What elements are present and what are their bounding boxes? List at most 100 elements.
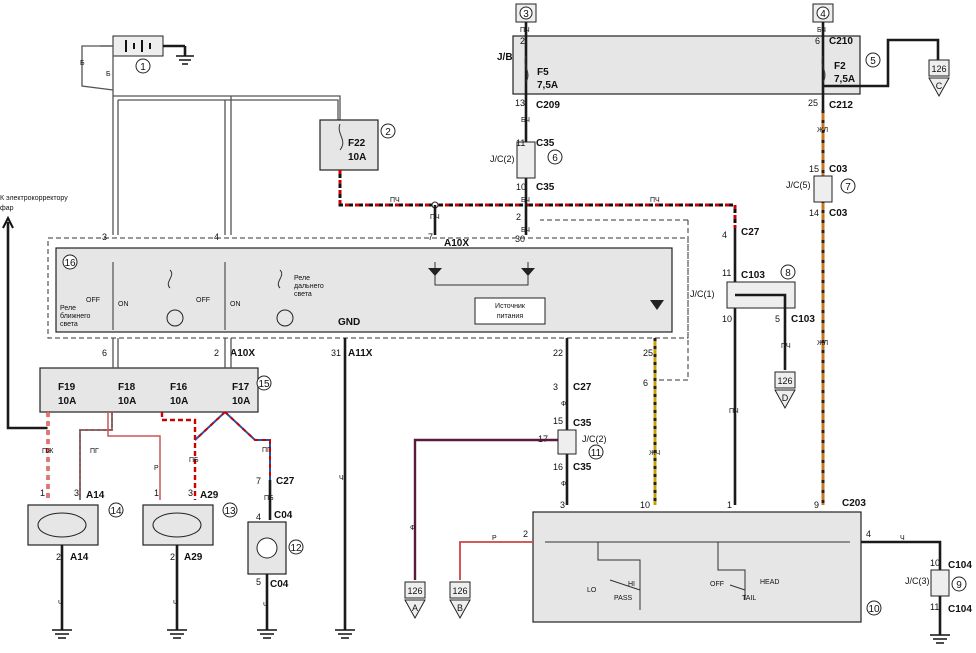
svg-text:C203: C203 bbox=[842, 498, 866, 509]
svg-text:J/C(5): J/C(5) bbox=[786, 180, 811, 190]
svg-text:A10X: A10X bbox=[230, 348, 255, 359]
svg-text:OFF: OFF bbox=[86, 297, 100, 304]
svg-text:C103: C103 bbox=[741, 270, 765, 281]
svg-text:10: 10 bbox=[930, 558, 940, 568]
svg-text:2: 2 bbox=[516, 212, 521, 222]
svg-text:C04: C04 bbox=[274, 510, 293, 521]
svg-text:ПБ: ПБ bbox=[189, 457, 199, 464]
svg-text:16: 16 bbox=[553, 462, 563, 472]
ref-circle-2: 2 bbox=[385, 127, 391, 138]
svg-text:C35: C35 bbox=[536, 138, 555, 149]
svg-text:Ф: Ф bbox=[561, 401, 566, 408]
fuse-f22-name: F22 bbox=[348, 138, 366, 149]
svg-text:126: 126 bbox=[777, 376, 792, 386]
wire-pch-1: ПЧ bbox=[390, 197, 400, 204]
svg-text:TAIL: TAIL bbox=[742, 595, 756, 602]
svg-text:ПЧ: ПЧ bbox=[729, 408, 739, 415]
svg-text:16: 16 bbox=[64, 258, 76, 269]
svg-text:1: 1 bbox=[154, 488, 159, 498]
svg-text:J/C(1): J/C(1) bbox=[690, 289, 715, 299]
svg-text:15: 15 bbox=[258, 379, 270, 390]
ref-126-d: 126 D bbox=[774, 371, 796, 410]
svg-text:4: 4 bbox=[256, 512, 261, 522]
svg-text:ПЖ: ПЖ bbox=[42, 448, 54, 455]
svg-text:C27: C27 bbox=[276, 476, 295, 487]
svg-text:2: 2 bbox=[523, 529, 528, 539]
svg-text:фар: фар bbox=[0, 205, 14, 212]
wire-pch-2: ПЧ bbox=[650, 197, 660, 204]
svg-text:света: света bbox=[60, 321, 78, 328]
svg-text:3: 3 bbox=[188, 488, 193, 498]
svg-text:C104: C104 bbox=[948, 560, 972, 571]
svg-text:11: 11 bbox=[722, 268, 731, 278]
svg-text:A10X: A10X bbox=[444, 238, 469, 249]
svg-text:2: 2 bbox=[56, 552, 61, 562]
svg-text:10A: 10A bbox=[118, 396, 136, 407]
svg-text:C35: C35 bbox=[536, 182, 555, 193]
light-switch-10: 3 10 1 9 C203 2 4 LO HI PASS OFF HEAD TA… bbox=[523, 498, 882, 623]
svg-text:Ч: Ч bbox=[58, 600, 63, 607]
svg-text:C04: C04 bbox=[270, 579, 289, 590]
svg-text:2: 2 bbox=[214, 348, 219, 358]
svg-text:ЖЧ: ЖЧ bbox=[649, 450, 660, 457]
svg-text:14: 14 bbox=[110, 506, 122, 517]
svg-text:1: 1 bbox=[40, 488, 45, 498]
svg-text:126: 126 bbox=[407, 586, 422, 596]
lamp-12: 4 C04 12 5 C04 bbox=[247, 510, 304, 590]
svg-text:10: 10 bbox=[516, 182, 526, 192]
ref-circle-5: 5 bbox=[870, 56, 876, 67]
svg-text:10A: 10A bbox=[170, 396, 188, 407]
ref-circle-1-label: 1 bbox=[140, 62, 146, 73]
svg-text:БЧ: БЧ bbox=[521, 197, 530, 204]
svg-text:ЖЛ: ЖЛ bbox=[817, 340, 828, 347]
svg-text:8: 8 bbox=[785, 268, 791, 279]
pin-13: 13 bbox=[515, 98, 525, 108]
svg-text:Реле: Реле bbox=[294, 275, 310, 282]
svg-text:10A: 10A bbox=[58, 396, 76, 407]
svg-text:31: 31 bbox=[331, 348, 341, 358]
ref-126-b: 126 B bbox=[449, 581, 471, 620]
svg-text:10: 10 bbox=[868, 604, 880, 615]
svg-text:A14: A14 bbox=[86, 490, 105, 501]
svg-text:света: света bbox=[294, 291, 312, 298]
ref-126-c: 126 C bbox=[928, 59, 950, 98]
wire-pch-4: ПЧ bbox=[520, 27, 530, 34]
pin-25: 25 bbox=[808, 98, 818, 108]
ref-126-a: 126 A bbox=[404, 581, 426, 620]
svg-text:9: 9 bbox=[956, 580, 962, 591]
svg-text:ON: ON bbox=[118, 301, 129, 308]
svg-text:A11X: A11X bbox=[348, 348, 373, 359]
svg-text:C03: C03 bbox=[829, 164, 848, 175]
svg-text:22: 22 bbox=[553, 348, 563, 358]
svg-text:F17: F17 bbox=[232, 382, 250, 393]
svg-text:2: 2 bbox=[170, 552, 175, 562]
svg-text:3: 3 bbox=[74, 488, 79, 498]
svg-text:ближнего: ближнего bbox=[60, 312, 91, 320]
svg-text:10A: 10A bbox=[232, 396, 250, 407]
svg-text:10: 10 bbox=[722, 314, 732, 324]
fuse-f2-amp: 7,5A bbox=[834, 74, 855, 85]
svg-text:7: 7 bbox=[845, 182, 851, 193]
svg-text:ЖЛ: ЖЛ bbox=[817, 127, 828, 134]
svg-text:4: 4 bbox=[214, 232, 219, 242]
wire-color-b-1: Б bbox=[80, 60, 85, 67]
svg-text:Ч: Ч bbox=[339, 475, 344, 482]
svg-text:Р: Р bbox=[154, 465, 159, 472]
svg-text:Реле: Реле bbox=[60, 305, 76, 312]
battery-group: 1 bbox=[112, 35, 194, 74]
svg-text:30: 30 bbox=[515, 234, 525, 244]
svg-text:11: 11 bbox=[516, 138, 525, 148]
wire-bch-1: БЧ bbox=[817, 27, 826, 34]
svg-text:126: 126 bbox=[452, 586, 467, 596]
svg-text:6: 6 bbox=[102, 348, 107, 358]
svg-text:C27: C27 bbox=[741, 227, 760, 238]
junction-block: J/B 3 ПЧ 2 F5 7,5A 13 C209 4 БЧ 6 C210 F… bbox=[497, 3, 940, 111]
ref-circle-4: 4 bbox=[820, 9, 826, 20]
svg-text:11: 11 bbox=[930, 602, 939, 612]
fuse-f22-amp: 10A bbox=[348, 152, 366, 163]
svg-text:4: 4 bbox=[722, 230, 727, 240]
svg-text:OFF: OFF bbox=[710, 581, 724, 588]
svg-text:5: 5 bbox=[256, 577, 261, 587]
svg-text:БЧ: БЧ bbox=[521, 227, 530, 234]
